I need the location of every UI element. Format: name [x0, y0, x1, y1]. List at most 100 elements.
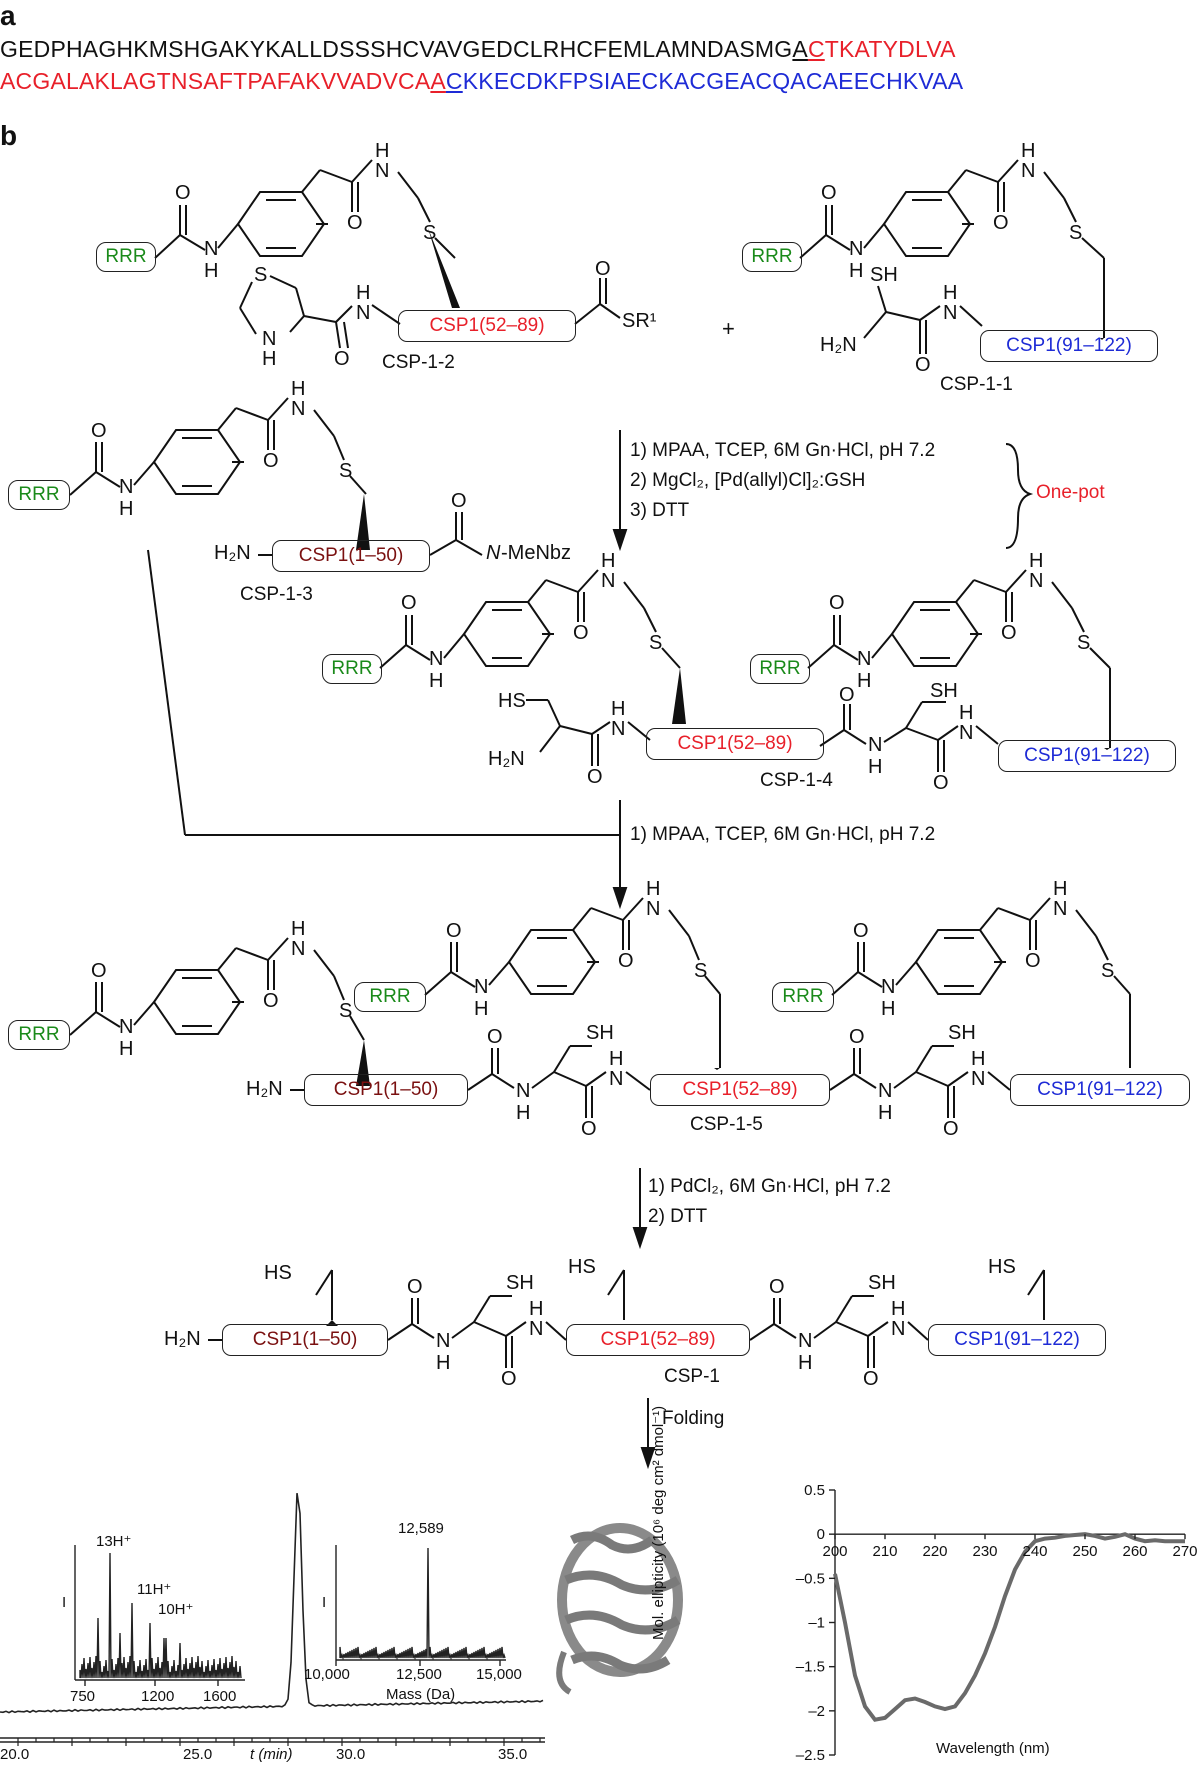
atom-n: N: [611, 718, 626, 740]
atom-n: N: [868, 734, 883, 756]
hplc-x-tick: 30.0: [336, 1746, 366, 1763]
atom-o: O: [933, 772, 949, 794]
hplc-x-tick: 20.0: [0, 1746, 30, 1763]
atom-n: N: [119, 476, 134, 498]
ms2-peak-label: 12,589: [398, 1520, 444, 1537]
atom-s: S: [423, 222, 437, 244]
cd-y-tick-label: –1.5: [796, 1659, 825, 1676]
atom-h2n: H₂N: [164, 1328, 201, 1350]
atom-h: H: [891, 1298, 906, 1320]
seq-l2-c: C: [445, 68, 463, 94]
cd-x-label: Wavelength (nm): [936, 1740, 1050, 1757]
ms1-trace: [79, 1552, 242, 1679]
cd-y-tick-label: –1: [808, 1615, 825, 1632]
ms1-peak-label: 11H⁺: [137, 1581, 172, 1598]
cd-y-label: Mol. ellipticity (10⁶ deg cm² dmol⁻¹): [650, 1405, 667, 1640]
atom-h: H: [971, 1048, 986, 1070]
atom-n: N: [609, 1068, 624, 1090]
atom-s: S: [1077, 632, 1091, 654]
step2-line1: 1) MPAA, TCEP, 6M Gn·HCl, pH 7.2: [630, 824, 936, 845]
atom-n: N: [119, 1016, 134, 1038]
atom-o: O: [587, 766, 603, 788]
atom-o: O: [451, 490, 467, 512]
rrr-tag: RRR: [8, 1020, 70, 1050]
atom-s: S: [1101, 960, 1115, 982]
csp-52-89-box: CSP1(52–89): [650, 1074, 830, 1106]
atom-o: O: [91, 960, 107, 982]
atom-sh: SH: [506, 1272, 534, 1294]
seq-l1-black: GEDPHAGHKMSHGAKYKALLDSSSHCVAVGEDCLRHCFEM…: [0, 36, 793, 62]
atom-h2n: H₂N: [214, 542, 251, 564]
atom-h: H: [516, 1102, 531, 1124]
atom-hs: HS: [498, 690, 526, 712]
atom-n: N: [943, 302, 958, 324]
atom-hs: HS: [568, 1256, 596, 1278]
hplc-x-tick: 25.0: [183, 1746, 213, 1763]
ms2-trace: [339, 1547, 506, 1661]
seq-l1-a: A: [792, 36, 808, 62]
atom-o: O: [573, 622, 589, 644]
atom-o: O: [821, 182, 837, 204]
atom-o: O: [401, 592, 417, 614]
atom-n: N: [646, 898, 661, 920]
atom-h: H: [601, 550, 616, 572]
atom-n: N: [474, 976, 489, 998]
ms1-peak-label: 13H⁺: [96, 1533, 132, 1550]
atom-s: S: [339, 1000, 353, 1022]
atom-h: H: [868, 756, 883, 778]
compound-label-csp-1-4: CSP-1-4: [760, 770, 833, 791]
atom-h: H: [646, 878, 661, 900]
atom-sr1: SR¹: [622, 310, 657, 332]
ms2-y-label: I: [322, 1594, 327, 1611]
csp-91-122-box: CSP1(91–122): [1010, 1074, 1190, 1106]
atom-hs: HS: [988, 1256, 1016, 1278]
atom-sh: SH: [586, 1022, 614, 1044]
csp-91-122-box: CSP1(91–122): [998, 740, 1176, 772]
atom-n: N: [436, 1330, 451, 1352]
atom-n: N: [291, 938, 306, 960]
atom-h: H: [609, 1048, 624, 1070]
seq-l2-red: ACGALAKLAGTNSAFTPAFAKVVADVCA: [0, 68, 431, 94]
ms1-peak-label: 10H⁺: [158, 1601, 194, 1618]
cd-x-tick-label: 200: [822, 1543, 847, 1560]
step3-line1: 1) PdCl₂, 6M Gn·HCl, pH 7.2: [648, 1176, 891, 1197]
atom-s: S: [694, 960, 708, 982]
hplc-ticks: [17, 1738, 541, 1746]
cd-line: [833, 1532, 1185, 1722]
atom-h: H: [291, 918, 306, 940]
csp-52-89-box: CSP1(52–89): [646, 728, 824, 760]
ms1-x-tick: 1600: [203, 1688, 237, 1705]
atom-h2n: H₂N: [820, 334, 857, 356]
atom-s: S: [254, 264, 268, 286]
atom-o: O: [915, 354, 931, 376]
atom-sh: SH: [948, 1022, 976, 1044]
atom-n: N: [971, 1068, 986, 1090]
atom-o: O: [1025, 950, 1041, 972]
rrr-tag: RRR: [742, 242, 802, 272]
atom-h: H: [262, 348, 277, 370]
cd-x-tick-label: 230: [972, 1543, 997, 1560]
atom-h: H: [943, 282, 958, 304]
atom-h: H: [1029, 550, 1044, 572]
compound-label-csp-1-2: CSP-1-2: [382, 352, 455, 373]
hplc-x-label: t (min): [250, 1746, 293, 1763]
compound-label-csp-1-5: CSP-1-5: [690, 1114, 763, 1135]
ms1-x-tick: 750: [70, 1688, 96, 1705]
ms2-x-label: Mass (Da): [386, 1686, 456, 1703]
atom-h: H: [878, 1102, 893, 1124]
atom-h: H: [881, 998, 896, 1020]
cd-y-tick-label: –2.5: [796, 1747, 825, 1764]
atom-h: H: [119, 498, 134, 520]
csp-1-50-box: CSP1(1–50): [222, 1324, 388, 1356]
seq-l1-c: C: [807, 36, 825, 62]
seq-l1-red: TKATYDLVA: [824, 36, 956, 62]
atom-n: N: [1029, 570, 1044, 592]
atom-sh: SH: [870, 264, 898, 286]
ms2-x-tick: 15,000: [476, 1666, 522, 1683]
atom-hs: HS: [264, 1262, 292, 1284]
atom-h: H: [375, 140, 390, 162]
compound-label-csp-1-1: CSP-1-1: [940, 374, 1013, 395]
atom-h: H: [429, 670, 444, 692]
